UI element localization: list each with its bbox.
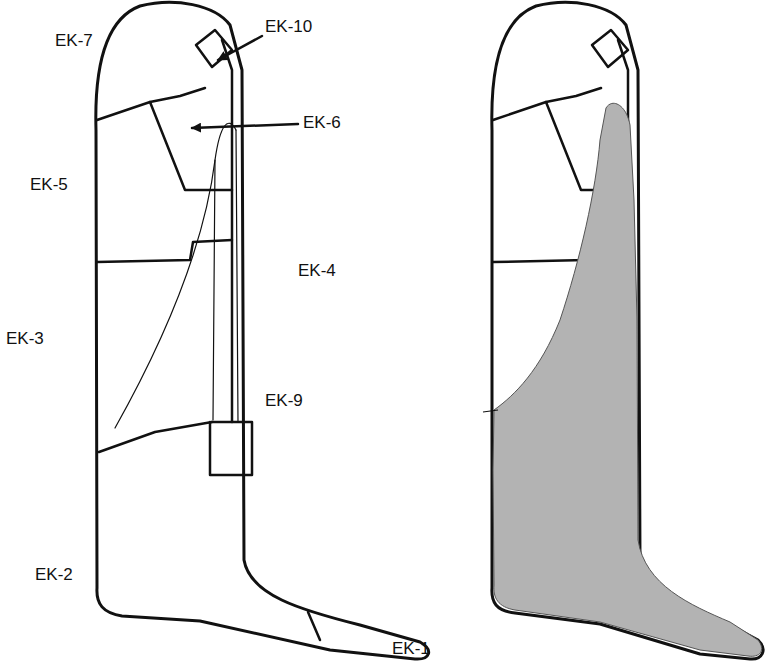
bone-outline: [96, 2, 429, 659]
fragment-line: [150, 102, 232, 190]
fragment-line: [222, 40, 232, 422]
part-label: EK-1: [392, 640, 430, 657]
part-label: EK-4: [298, 262, 336, 279]
bone-contour: [236, 130, 238, 422]
part-label: EK-7: [55, 32, 93, 49]
bone-outline: [492, 2, 763, 659]
part-label: EK-6: [303, 114, 341, 131]
fragment-line: [210, 422, 252, 475]
fragment-line: [97, 240, 232, 262]
part-label: EK-9: [265, 392, 303, 409]
fragment-line: [592, 30, 628, 67]
part-label: EK-5: [30, 176, 68, 193]
part-label: EK-3: [6, 330, 44, 347]
bone-shading: [493, 103, 762, 656]
leader-arrow: [192, 124, 298, 128]
leader-arrow: [218, 36, 262, 60]
part-label: EK-2: [35, 566, 73, 583]
fragment-line: [196, 30, 232, 67]
bone-contour: [115, 123, 236, 428]
fragment-line: [308, 612, 320, 640]
tick-mark: [483, 410, 498, 412]
part-label: EK-10: [265, 18, 312, 35]
bone-contour: [213, 160, 215, 420]
